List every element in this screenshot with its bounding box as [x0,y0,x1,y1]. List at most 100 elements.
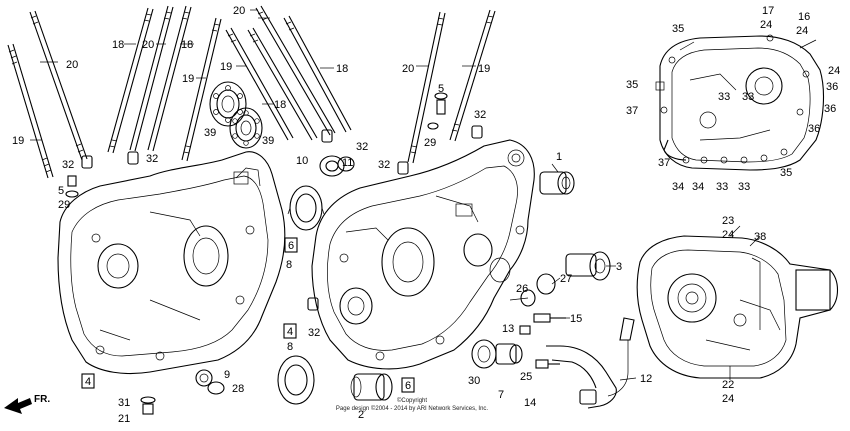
boxed-ref-6-lower [401,377,415,393]
callout-24: 24 [722,229,734,241]
left-crankcase [57,151,286,375]
callout-31: 31 [118,397,130,409]
callout-23: 23 [722,215,734,227]
oil-pan-cover [655,34,824,171]
callout-32: 32 [356,141,368,153]
callout-18: 18 [336,63,348,75]
callout-35: 35 [626,79,638,91]
callout-34: 34 [672,181,684,193]
callout-18: 18 [181,39,193,51]
bolt-25-14 [535,359,560,369]
direction-label: FR. [34,394,50,405]
stud-bolt-18-b [147,5,192,152]
callout-38: 38 [754,231,766,243]
callout-15: 15 [570,313,582,325]
stud-bolt-18-a [107,7,154,154]
stud-bolt-18-d [247,27,318,141]
callout-8: 8 [286,259,292,271]
callout-33: 33 [718,91,730,103]
callout-5: 5 [58,185,64,197]
callout-20: 20 [233,5,245,17]
callout-16: 16 [798,11,810,23]
callout-29: 29 [58,199,70,211]
callout-19: 19 [12,135,24,147]
stud-bolts [7,5,496,179]
callout-3: 3 [616,261,622,273]
right-crankcase [311,139,535,370]
boxed-ref-4 [283,323,297,339]
bearing-39-lower [229,107,263,149]
callout-19: 19 [220,61,232,73]
callout-32: 32 [378,159,390,171]
callout-8: 8 [287,341,293,353]
oil-seal-6-upper [287,185,325,231]
callout-20: 20 [66,59,78,71]
stud-bolt-19-left [7,43,54,179]
oil-jet-5-left [65,175,79,198]
callout-35: 35 [672,23,684,35]
callout-6-boxed: 6 [288,240,294,252]
callout-29: 29 [424,137,436,149]
stud-bolt-19-d [449,9,496,142]
callout-33: 33 [716,181,728,193]
shaft-3 [565,251,611,281]
callout-24: 24 [722,393,734,405]
callout-24: 24 [828,65,840,77]
stud-bolt-20-d [407,11,446,164]
leader-lines [30,9,817,381]
callout-24: 24 [796,25,808,37]
callout-4-boxed: 4 [287,326,293,338]
callout-19: 19 [182,73,194,85]
callout-12: 12 [640,373,652,385]
callout-32: 32 [308,327,320,339]
callout-30: 30 [468,375,480,387]
callout-18: 18 [112,39,124,51]
callout-37: 37 [626,105,638,117]
boxed-ref-6 [284,237,298,253]
callout-17: 17 [762,5,774,17]
callout-20: 20 [142,39,154,51]
callout-35: 35 [780,167,792,179]
callout-7: 7 [498,389,504,401]
stud-bolt-20-c [255,5,336,136]
callout-6-boxed: 6 [405,380,411,392]
callout-36: 36 [824,103,836,115]
collar-9-28 [195,369,225,395]
callout-34: 34 [692,181,704,193]
stud-bolt-18-c [283,15,352,133]
oil-jet-5-right [427,92,448,130]
rotor-1 [539,171,575,195]
callout-24: 24 [760,19,772,31]
callout-5: 5 [438,83,444,95]
dowel-pins [81,125,483,311]
callout-14: 14 [524,397,536,409]
callout-13: 13 [502,323,514,335]
callout-18: 18 [274,99,286,111]
callout-1: 1 [556,151,562,163]
callout-21: 21 [118,413,130,425]
callout-10: 10 [296,155,308,167]
callout-4-boxed: 4 [85,376,91,388]
seal-10-11 [319,155,355,177]
callout-labels: 19 20 18 20 18 20 19 19 18 18 39 39 32 5… [12,5,840,425]
stud-bolt-19-c [225,27,294,141]
switch-harness-12 [546,317,635,409]
front-direction-arrow: FR. [4,394,50,414]
callout-25: 25 [520,371,532,383]
boxed-ref-4-lower [81,373,95,389]
callout-2: 2 [358,409,364,421]
bearing-39-upper [209,81,247,127]
rear-cover [636,235,839,379]
callout-39: 39 [262,135,274,147]
shaft-2 [350,373,393,401]
callout-37: 37 [658,157,670,169]
callout-27: 27 [560,273,572,285]
stud-bolt-20-b [129,5,174,152]
callout-36: 36 [808,123,820,135]
callout-39: 39 [204,127,216,139]
callout-22: 22 [722,379,734,391]
callout-32: 32 [146,153,158,165]
callout-28: 28 [232,383,244,395]
